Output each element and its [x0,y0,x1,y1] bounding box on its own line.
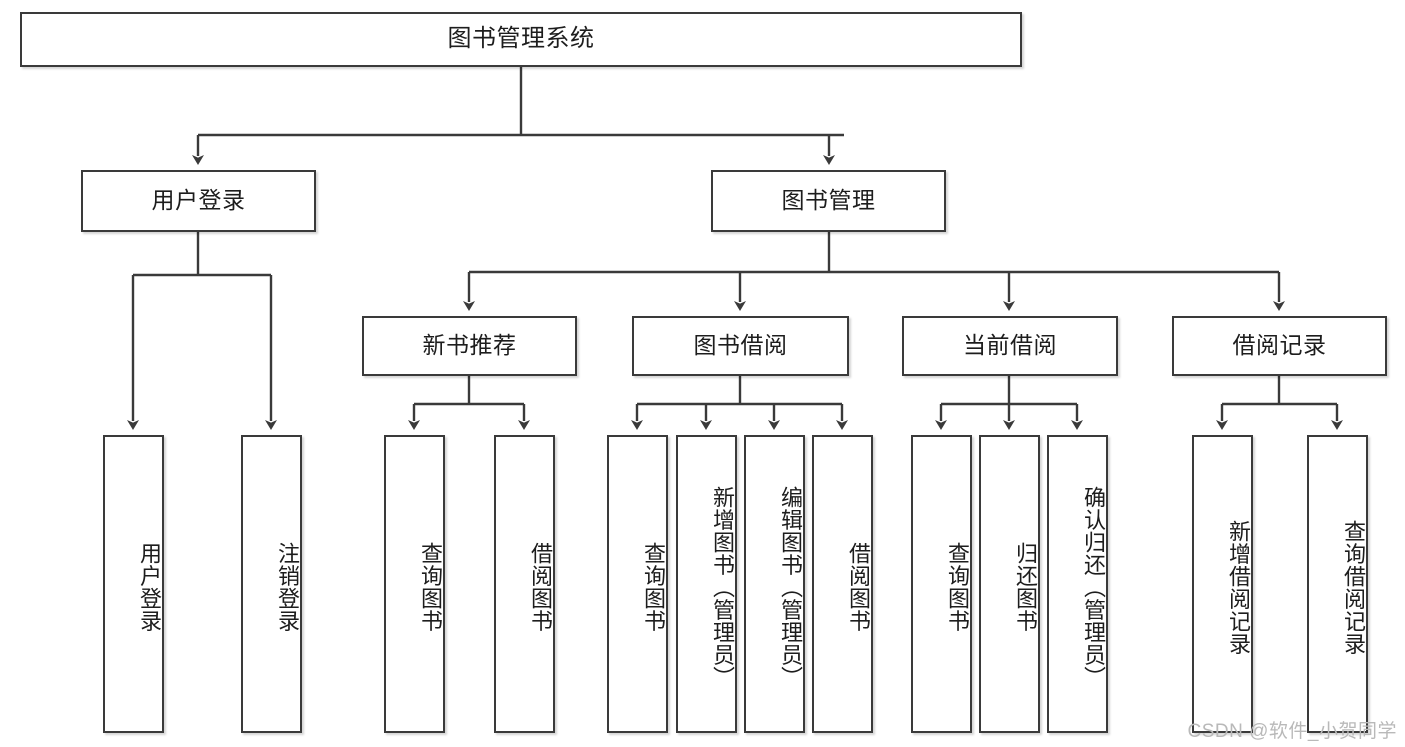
node-leaf-return-book-label: 归还图书 [1013,542,1038,632]
node-leaf-borrow-book-2-label: 借阅图书 [846,542,871,632]
node-current-borrow-label: 当前借阅 [963,332,1057,359]
node-leaf-query-record[interactable]: 查询借阅记录 [1307,435,1368,733]
node-leaf-edit-book-label: 编辑图书（管理员） [778,485,803,689]
node-user-login-label: 用户登录 [151,187,246,214]
node-leaf-add-record[interactable]: 新增借阅记录 [1192,435,1253,733]
node-leaf-query-book-3[interactable]: 查询图书 [911,435,972,733]
node-new-book-rec[interactable]: 新书推荐 [362,316,577,376]
node-book-borrow-label: 图书借阅 [693,332,788,359]
node-leaf-borrow-book-1[interactable]: 借阅图书 [494,435,555,733]
node-leaf-add-record-label: 新增借阅记录 [1226,519,1251,655]
node-leaf-query-book-3-label: 查询图书 [945,542,970,632]
node-leaf-query-book-1[interactable]: 查询图书 [384,435,445,733]
node-leaf-logout[interactable]: 注销登录 [241,435,302,733]
node-leaf-logout-label: 注销登录 [275,542,300,632]
node-borrow-record[interactable]: 借阅记录 [1172,316,1387,376]
watermark: CSDN @软件_小贺同学 [1187,721,1397,742]
node-leaf-borrow-book-2[interactable]: 借阅图书 [812,435,873,733]
node-book-borrow[interactable]: 图书借阅 [632,316,849,376]
node-leaf-return-book[interactable]: 归还图书 [979,435,1040,733]
node-leaf-user-login[interactable]: 用户登录 [103,435,164,733]
node-borrow-record-label: 借阅记录 [1232,332,1327,359]
node-leaf-edit-book[interactable]: 编辑图书（管理员） [744,435,805,733]
node-leaf-user-login-label: 用户登录 [137,542,162,632]
node-leaf-query-book-1-label: 查询图书 [418,542,443,632]
node-leaf-add-book[interactable]: 新增图书（管理员） [676,435,737,733]
node-user-login[interactable]: 用户登录 [81,170,316,232]
node-current-borrow[interactable]: 当前借阅 [902,316,1118,376]
node-book-manage-label: 图书管理 [781,187,876,214]
node-book-manage[interactable]: 图书管理 [711,170,946,232]
node-new-book-rec-label: 新书推荐 [422,332,517,359]
node-leaf-add-book-label: 新增图书（管理员） [710,485,735,689]
node-leaf-query-record-label: 查询借阅记录 [1341,519,1366,655]
node-leaf-borrow-book-1-label: 借阅图书 [528,542,553,632]
node-root-label: 图书管理系统 [447,25,595,53]
node-root[interactable]: 图书管理系统 [20,12,1022,67]
node-leaf-confirm-return[interactable]: 确认归还（管理员） [1047,435,1108,733]
node-leaf-query-book-2-label: 查询图书 [641,542,666,632]
node-leaf-query-book-2[interactable]: 查询图书 [607,435,668,733]
node-leaf-confirm-return-label: 确认归还（管理员） [1081,485,1106,689]
